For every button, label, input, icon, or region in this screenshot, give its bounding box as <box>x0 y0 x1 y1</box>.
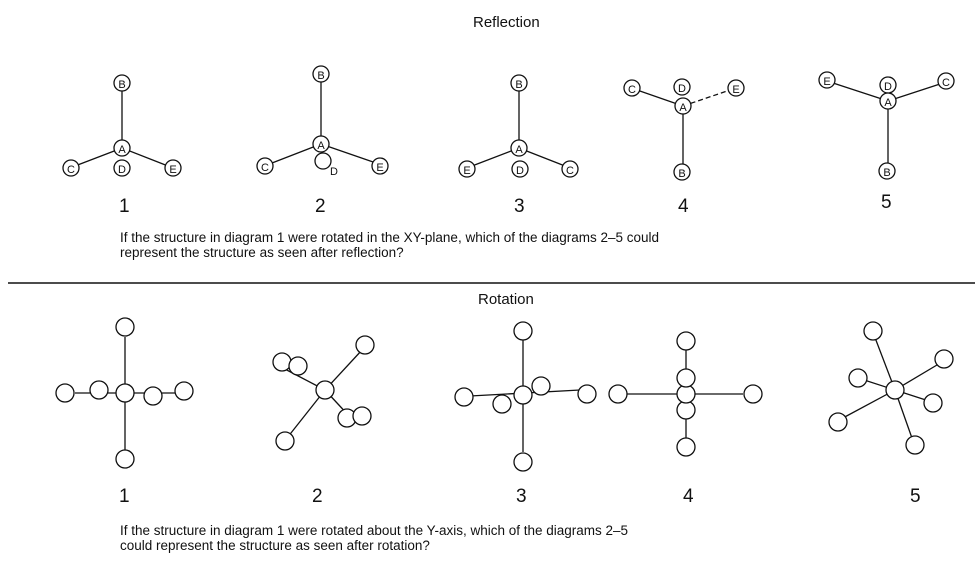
rotation-number-3: 3 <box>516 486 527 507</box>
rotation-diagram-2 <box>272 335 375 451</box>
svg-text:E: E <box>463 165 470 177</box>
rotation-number-2: 2 <box>312 486 323 507</box>
svg-text:C: C <box>628 84 636 96</box>
svg-text:B: B <box>118 79 125 91</box>
svg-text:B: B <box>883 167 890 179</box>
reflection-number-3: 3 <box>514 196 525 217</box>
svg-text:A: A <box>884 97 892 109</box>
rotation-question-line-2: could represent the structure as seen af… <box>120 538 430 553</box>
reflection-number-4: 4 <box>678 196 689 217</box>
svg-text:E: E <box>376 162 383 174</box>
reflection-diagram-3: B A E D C <box>458 74 579 178</box>
reflection-number-2: 2 <box>315 196 326 217</box>
svg-text:D: D <box>516 165 524 177</box>
svg-text:D: D <box>884 81 892 93</box>
reflection-diagram-2: B A C D E <box>256 65 389 178</box>
reflection-number-5: 5 <box>881 192 892 213</box>
svg-text:D: D <box>678 83 686 95</box>
svg-text:E: E <box>732 84 739 96</box>
rotation-question-line-1: If the structure in diagram 1 were rotat… <box>120 523 629 538</box>
reflection-number-1: 1 <box>119 196 130 217</box>
rotation-diagram-1 <box>55 317 194 469</box>
svg-text:B: B <box>317 70 324 82</box>
svg-text:E: E <box>823 76 830 88</box>
rotation-diagram-5 <box>828 321 954 455</box>
svg-text:A: A <box>679 102 687 114</box>
svg-text:C: C <box>67 164 75 176</box>
reflection-diagram-5: E C D A B <box>818 71 955 180</box>
svg-text:D: D <box>118 164 126 176</box>
svg-text:C: C <box>942 77 950 89</box>
svg-text:A: A <box>515 144 523 156</box>
svg-text:C: C <box>261 162 269 174</box>
reflection-question-line-1: If the structure in diagram 1 were rotat… <box>120 230 660 245</box>
svg-text:D: D <box>330 166 338 178</box>
rotation-number-1: 1 <box>119 486 130 507</box>
rotation-title: Rotation <box>478 291 534 308</box>
svg-text:A: A <box>317 140 325 152</box>
reflection-title: Reflection <box>473 14 540 31</box>
svg-text:A: A <box>118 144 126 156</box>
rotation-number-5: 5 <box>910 486 921 507</box>
svg-text:E: E <box>169 164 176 176</box>
svg-text:B: B <box>515 79 522 91</box>
rotation-diagram-4 <box>608 331 763 457</box>
rotation-number-4: 4 <box>683 486 694 507</box>
reflection-question-line-2: represent the structure as seen after re… <box>120 245 404 260</box>
reflection-diagram-1: B A C D E <box>62 74 182 177</box>
svg-text:C: C <box>566 165 574 177</box>
reflection-diagram-4: C E D A B <box>623 78 745 181</box>
rotation-diagram-3 <box>454 321 597 472</box>
svg-text:B: B <box>678 168 685 180</box>
